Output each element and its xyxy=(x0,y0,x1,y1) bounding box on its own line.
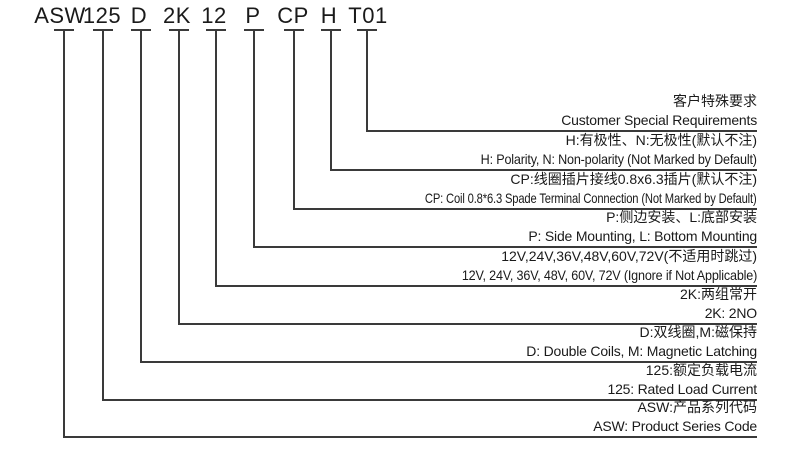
code-segment-cp: CP xyxy=(277,3,309,28)
legend-zh-cp: CP:线圈插片接线0.8x6.3插片(默认不注) xyxy=(510,171,757,187)
legend-zh-asw: ASW:产品系列代码 xyxy=(637,399,757,415)
legend-en-cp: CP: Coil 0.8*6.3 Spade Terminal Connecti… xyxy=(425,190,757,206)
connector-line-12 xyxy=(206,29,757,287)
connector-line-t01 xyxy=(357,29,757,132)
legend-en-125: 125: Rated Load Current xyxy=(607,381,757,397)
legend-en-t01: Customer Special Requirements xyxy=(561,112,757,128)
code-segment-d: D xyxy=(130,3,148,28)
code-segment-p: P xyxy=(245,3,261,28)
connector-line-h xyxy=(321,29,757,171)
code-segment-2k: 2K xyxy=(163,3,191,28)
tick-cp xyxy=(284,29,304,31)
legend-zh-h: H:有极性、N:无极性(默认不注) xyxy=(565,132,757,148)
legend-row-125: 125:额定负载电流 125: Rated Load Current xyxy=(607,361,757,398)
legend-zh-2k: 2K:两组常开 xyxy=(679,286,757,302)
legend-zh-d: D:双线圈,M:磁保持 xyxy=(639,324,757,340)
legend-en-12: 12V, 24V, 36V, 48V, 60V, 72V (Ignore if … xyxy=(461,267,757,283)
connector-line-asw xyxy=(54,29,757,438)
legend-zh-12: 12V,24V,36V,48V,60V,72V(不适用时跳过) xyxy=(501,248,757,264)
connector-line-p xyxy=(244,29,757,248)
tick-asw xyxy=(54,29,74,31)
legend-row-h: H:有极性、N:无极性(默认不注) H: Polarity, N: Non-po… xyxy=(450,131,757,168)
tick-12 xyxy=(206,29,226,31)
tick-2k xyxy=(169,29,189,31)
legend-row-d: D:双线圈,M:磁保持 D: Double Coils, M: Magnetic… xyxy=(526,323,757,360)
code-segment-12: 12 xyxy=(201,3,227,28)
legend-en-p: P: Side Mounting, L: Bottom Mounting xyxy=(528,228,757,244)
code-segment-t01: T01 xyxy=(348,3,388,28)
tick-p xyxy=(244,29,264,31)
legend-en-d: D: Double Coils, M: Magnetic Latching xyxy=(526,343,757,359)
code-segment-h: H xyxy=(320,3,338,28)
legend-en-h: H: Polarity, N: Non-polarity (Not Marked… xyxy=(480,151,757,167)
code-segment-125: 125 xyxy=(82,3,122,28)
legend-row-2k: 2K:两组常开 2K: 2NO xyxy=(680,285,757,322)
legend-row-p: P:侧边安装、L:底部安装 P: Side Mounting, L: Botto… xyxy=(528,208,757,245)
legend-zh-t01: 客户特殊要求 xyxy=(673,93,757,109)
tick-d xyxy=(131,29,151,31)
tick-h xyxy=(321,29,341,31)
legend-row-asw: ASW:产品系列代码 ASW: Product Series Code xyxy=(593,398,757,435)
tick-t01 xyxy=(357,29,377,31)
legend-zh-125: 125:额定负载电流 xyxy=(645,362,757,378)
tick-125 xyxy=(93,29,113,31)
connector-line-2k xyxy=(169,29,757,325)
code-segment-asw: ASW xyxy=(34,3,86,28)
connector-line-cp xyxy=(284,29,757,210)
connector-line-d xyxy=(131,29,757,363)
legend-row-12: 12V,24V,36V,48V,60V,72V(不适用时跳过) 12V, 24V… xyxy=(429,247,757,284)
legend-en-2k: 2K: 2NO xyxy=(704,305,757,321)
legend-row-cp: CP:线圈插片接线0.8x6.3插片(默认不注) CP: Coil 0.8*6.… xyxy=(342,170,757,207)
connector-line-125 xyxy=(93,29,757,401)
legend-en-asw: ASW: Product Series Code xyxy=(593,418,757,434)
legend-zh-p: P:侧边安装、L:底部安装 xyxy=(606,209,757,225)
legend-row-t01: 客户特殊要求 Customer Special Requirements xyxy=(561,92,757,129)
